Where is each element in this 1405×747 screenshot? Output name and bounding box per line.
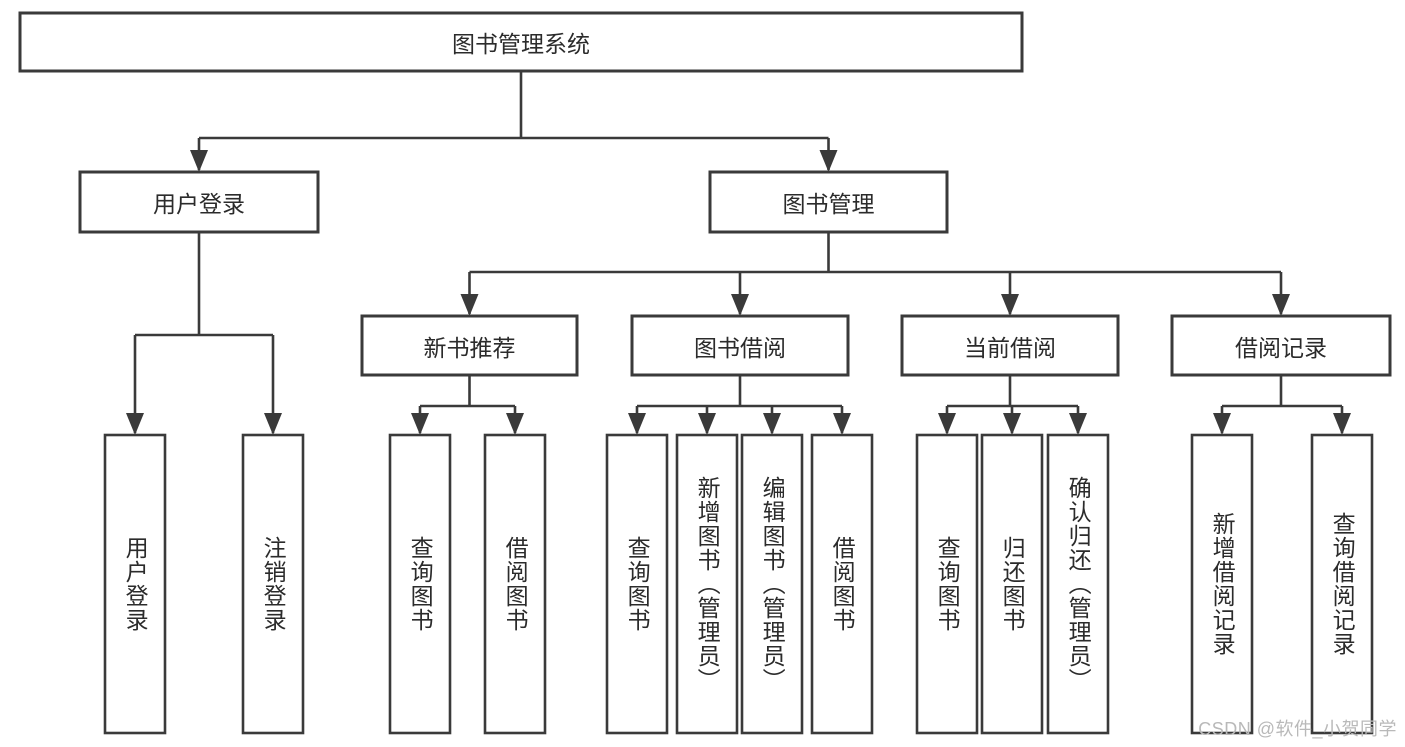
arrow-head-icon-borrow-book-1 [506, 413, 524, 435]
node-box-new-book-recommend[interactable] [360, 314, 579, 377]
arrow-head-icon-confirm-return-admin [1069, 413, 1087, 435]
node-box-book-borrow[interactable] [630, 314, 850, 377]
arrow-head-icon-borrow-book-2 [833, 413, 851, 435]
node-box-user-login[interactable] [78, 170, 320, 234]
arrow-head-icon-query-borrow-record [1333, 413, 1351, 435]
arrow-head-icon-query-book-2 [628, 413, 646, 435]
node-box-book-management[interactable] [708, 170, 949, 234]
node-box-borrow-book-2[interactable] [810, 433, 874, 735]
node-box-add-book-admin[interactable] [675, 433, 739, 735]
node-box-query-book-1[interactable] [388, 433, 452, 735]
arrow-head-icon-current-borrow [1001, 294, 1019, 316]
node-box-root[interactable] [18, 11, 1024, 73]
node-box-edit-book-admin[interactable] [740, 433, 804, 735]
arrow-head-icon-user-logout [264, 413, 282, 435]
arrow-head-icon-borrow-record [1272, 294, 1290, 316]
node-box-query-book-3[interactable] [915, 433, 979, 735]
arrow-head-icon-query-book-1 [411, 413, 429, 435]
boxes-layer [18, 11, 1392, 735]
arrow-head-icon-add-book-admin [698, 413, 716, 435]
node-box-current-borrow[interactable] [900, 314, 1120, 377]
node-box-user-logout[interactable] [241, 433, 305, 735]
node-box-return-book[interactable] [980, 433, 1044, 735]
node-box-user-login-do[interactable] [103, 433, 167, 735]
edges-layer [126, 71, 1351, 435]
node-box-add-borrow-record[interactable] [1190, 433, 1254, 735]
arrow-head-icon-new-book-recommend [460, 294, 479, 316]
arrow-head-icon-add-borrow-record [1213, 413, 1231, 435]
arrow-head-icon-return-book [1003, 413, 1021, 435]
arrow-head-icon-book-borrow [731, 294, 749, 316]
node-box-confirm-return-admin[interactable] [1046, 433, 1110, 735]
node-box-borrow-book-1[interactable] [483, 433, 547, 735]
arrow-head-icon-edit-book-admin [763, 413, 781, 435]
node-box-query-borrow-record[interactable] [1310, 433, 1374, 735]
arrow-head-icon-book-management [819, 150, 838, 172]
arrow-head-icon-user-login [190, 150, 208, 172]
node-box-borrow-record[interactable] [1170, 314, 1392, 377]
arrow-head-icon-user-login-do [126, 413, 144, 435]
arrow-head-icon-query-book-3 [938, 413, 956, 435]
node-box-query-book-2[interactable] [605, 433, 669, 735]
